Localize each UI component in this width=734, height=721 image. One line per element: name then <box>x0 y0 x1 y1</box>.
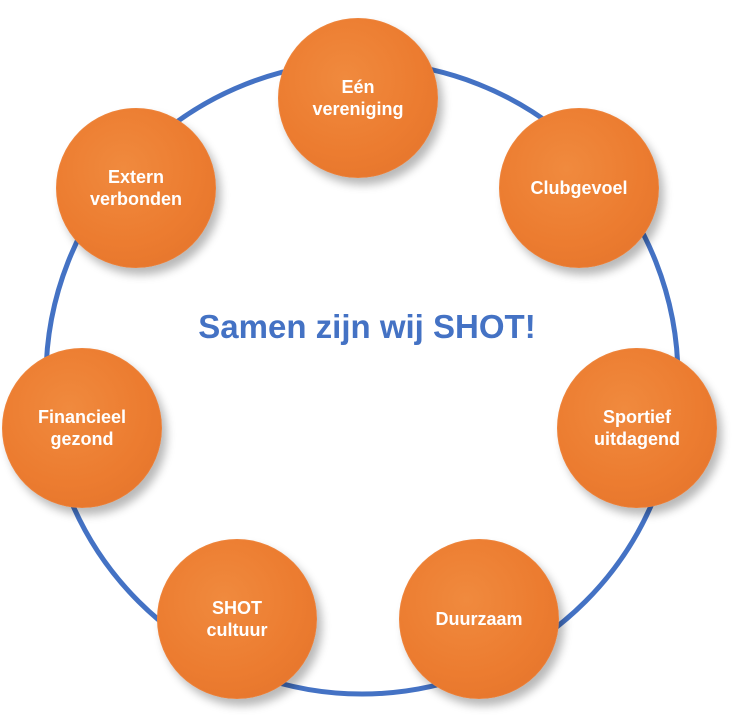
node-extern-verbonden: Extern verbonden <box>56 108 216 268</box>
node-shot-cultuur: SHOT cultuur <box>157 539 317 699</box>
node-duurzaam: Duurzaam <box>399 539 559 699</box>
node-financieel-gezond: Financieel gezond <box>2 348 162 508</box>
node-sportief-uitdagend: Sportief uitdagend <box>557 348 717 508</box>
node-een-vereniging: Eén vereniging <box>278 18 438 178</box>
node-clubgevoel: Clubgevoel <box>499 108 659 268</box>
center-title: Samen zijn wij SHOT! <box>198 308 536 345</box>
